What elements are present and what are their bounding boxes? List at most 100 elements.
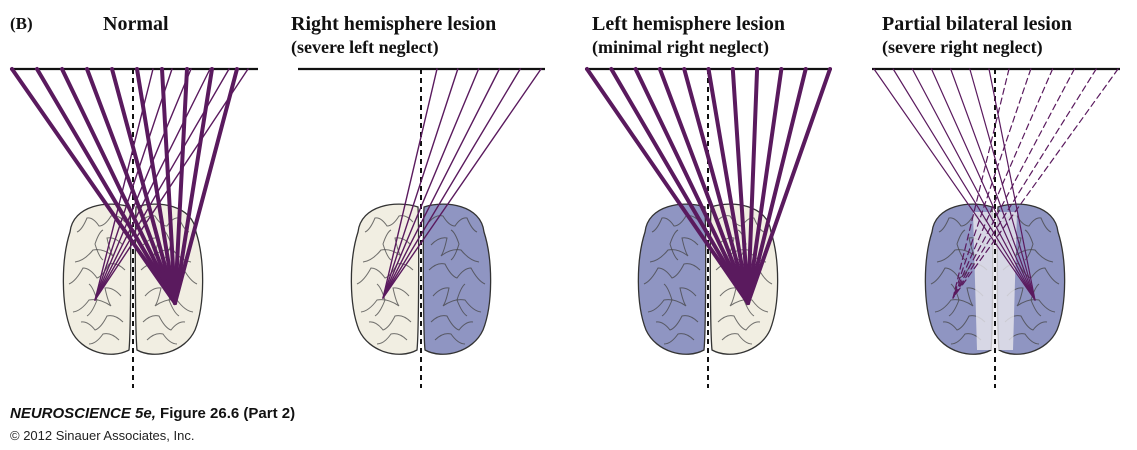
- left-hemisphere: [637, 203, 707, 355]
- gyrus-r-6: [1008, 333, 1040, 345]
- part-label: (B): [10, 14, 33, 33]
- gyrus-r-1: [428, 215, 478, 233]
- gyrus-r-6: [146, 333, 178, 345]
- right-hemi-line-5: [682, 67, 750, 305]
- left-hemi-line-5: [952, 68, 1097, 299]
- left-hemi-line-4: [382, 68, 501, 299]
- left-hemi-line-2: [94, 68, 173, 301]
- gyrus-l-8: [374, 283, 386, 317]
- left-hemi-line-3: [382, 68, 480, 299]
- gyrus-r-4: [432, 287, 482, 313]
- right-hemi-line-2: [35, 67, 177, 305]
- right-hemi-line-7: [988, 68, 1036, 301]
- right-hemi-line-4: [85, 67, 177, 305]
- figure-caption: NEUROSCIENCE 5e, Figure 26.6 (Part 2): [10, 405, 295, 422]
- left-hemi-line-3: [952, 68, 1054, 299]
- gyrus-l-6: [663, 333, 695, 345]
- right-hemi-line-1: [585, 67, 750, 305]
- right-hemi-line-3: [60, 67, 177, 305]
- gyrus-l-6: [950, 333, 982, 345]
- right-hemi-line-11: [746, 67, 832, 305]
- right-hemisphere: [422, 203, 492, 355]
- right-hemi-line-7: [730, 67, 750, 305]
- gyrus-r-7: [1024, 229, 1034, 261]
- gyrus-l-5: [655, 315, 699, 331]
- gyrus-r-6: [721, 333, 753, 345]
- left-hemi-line-6: [952, 68, 1119, 299]
- right-hemi-line-5: [110, 67, 177, 305]
- right-hemi-line-4: [930, 68, 1036, 301]
- right-hemi-line-3: [633, 67, 750, 305]
- gyrus-l-8: [948, 283, 960, 317]
- right-hemi-line-2: [609, 67, 750, 305]
- gyrus-r-8: [1030, 283, 1042, 317]
- left-hemi-line-4: [952, 68, 1076, 299]
- panel-subtitle-right-lesion: (severe left neglect): [291, 37, 439, 57]
- left-hemi-line-1: [952, 68, 1010, 299]
- panel-title-normal: Normal: [103, 13, 169, 35]
- gyrus-r-5: [430, 315, 474, 331]
- right-hemi-line-9: [746, 67, 784, 305]
- left-hemi-line-6: [94, 68, 249, 301]
- gyrus-r-6: [434, 333, 466, 345]
- left-hemisphere: [350, 203, 420, 355]
- panel-4: [872, 67, 1120, 388]
- left-hemi-line-2: [952, 68, 1032, 299]
- left-hemi-line-5: [382, 68, 521, 299]
- right-hemi-line-8: [173, 67, 189, 305]
- left-hemi-line-2: [382, 68, 459, 299]
- left-hemi-line-5: [94, 68, 230, 301]
- panel-subtitle-left-lesion: (minimal right neglect): [592, 37, 769, 57]
- gyrus-l-7: [669, 229, 679, 261]
- gyrus-r-8: [456, 283, 468, 317]
- gyrus-l-3: [356, 263, 414, 285]
- gyrus-l-4: [647, 287, 697, 313]
- gyrus-r-4: [144, 287, 194, 313]
- right-hemi-line-10: [173, 67, 239, 305]
- left-hemi-line-6: [382, 68, 542, 299]
- left-hemi-line-3: [94, 68, 192, 301]
- panel-1: [10, 67, 258, 388]
- neglect-diagram: [10, 67, 1120, 388]
- gyrus-l-2: [649, 237, 699, 263]
- right-hemi-line-4: [657, 67, 750, 305]
- left-hemi-line-1: [94, 68, 154, 301]
- gyrus-r-4: [1006, 287, 1056, 313]
- copyright-notice: © 2012 Sinauer Associates, Inc.: [10, 428, 195, 443]
- left-hemi-line-4: [94, 68, 211, 301]
- gyrus-l-4: [72, 287, 122, 313]
- caption-figure: Figure 26.6 (Part 2): [160, 405, 296, 422]
- right-hemi-line-6: [706, 67, 750, 305]
- panel-3: [585, 67, 832, 388]
- right-hemi-line-1: [873, 68, 1036, 301]
- panel-title-right-lesion: Right hemisphere lesion: [291, 13, 497, 35]
- gyrus-l-4: [360, 287, 410, 313]
- right-hemi-line-5: [950, 68, 1036, 301]
- panel-title-left-lesion: Left hemisphere lesion: [592, 13, 785, 35]
- gyrus-r-7: [450, 229, 460, 261]
- gyrus-r-4: [719, 287, 769, 313]
- gyrus-l-5: [80, 315, 124, 331]
- gyrus-r-5: [717, 315, 761, 331]
- right-hemi-line-2: [892, 68, 1036, 301]
- gyrus-r-5: [142, 315, 186, 331]
- gyrus-r-2: [430, 237, 480, 263]
- right-hemi-line-8: [746, 67, 760, 305]
- gyrus-l-4: [934, 287, 984, 313]
- panel-title-bilateral-lesion: Partial bilateral lesion: [882, 13, 1072, 35]
- gyrus-l-8: [661, 283, 673, 317]
- panel-2: [298, 67, 545, 388]
- right-hemi-line-3: [911, 68, 1036, 301]
- gyrus-r-3: [428, 263, 486, 285]
- right-hemi-line-1: [10, 67, 177, 305]
- right-hemi-line-10: [746, 67, 808, 305]
- gyrus-l-8: [86, 283, 98, 317]
- gyrus-l-3: [643, 263, 701, 285]
- gyrus-l-7: [382, 229, 392, 261]
- gyrus-l-5: [368, 315, 412, 331]
- caption-book: NEUROSCIENCE 5e,: [10, 405, 156, 422]
- gyrus-l-6: [88, 333, 120, 345]
- right-hemi-line-7: [160, 67, 177, 305]
- left-hemi-line-1: [382, 68, 438, 299]
- panel-subtitle-bilateral-lesion: (severe right neglect): [882, 37, 1043, 57]
